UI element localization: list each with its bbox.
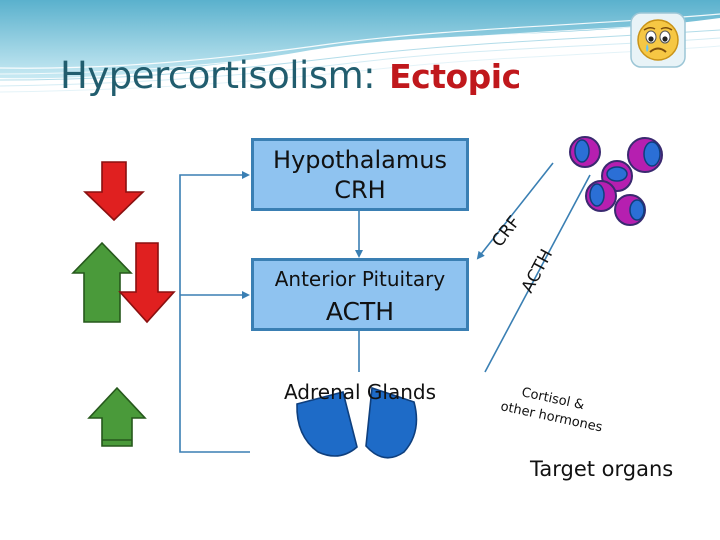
adrenal-glands-label: Adrenal Glands: [283, 380, 437, 404]
pituitary-label: Anterior Pituitary: [274, 267, 446, 291]
feedback-line-hypothalamus: [179, 171, 250, 453]
red-down-arrow-icon: [83, 161, 145, 222]
hypothalamus-box: Hypothalamus CRH: [251, 138, 469, 211]
adrenal-gland-left-icon: [296, 391, 358, 457]
anterior-pituitary-box: Anterior Pituitary ACTH: [251, 258, 469, 331]
tumor-cell-icon: [614, 194, 646, 226]
green-up-arrow-icon: [71, 241, 133, 323]
green-up-arrow-icon: [87, 386, 147, 447]
slide-title: Hypercortisolism: Ectopic: [60, 54, 521, 97]
sad-face-icon: [630, 12, 686, 68]
crh-label: CRH: [334, 176, 386, 204]
crf-arrow: [476, 162, 554, 260]
tumor-cell-icon: [585, 180, 617, 212]
acth-box-label: ACTH: [325, 297, 395, 326]
title-main: Hypercortisolism:: [60, 54, 376, 97]
hypothalamus-label: Hypothalamus: [273, 146, 447, 174]
red-down-arrow-icon: [118, 242, 176, 324]
header-wave-banner: [0, 0, 720, 93]
title-accent: Ectopic: [389, 57, 521, 96]
adrenal-gland-right-icon: [365, 386, 418, 459]
tumor-cell-icon: [569, 136, 601, 168]
tumor-cell-icon: [627, 137, 663, 173]
acth-arrow: [484, 174, 591, 373]
acth-label: ACTH: [518, 246, 557, 296]
crf-label: CRF: [488, 212, 524, 251]
target-organs-label: Target organs: [530, 457, 674, 481]
